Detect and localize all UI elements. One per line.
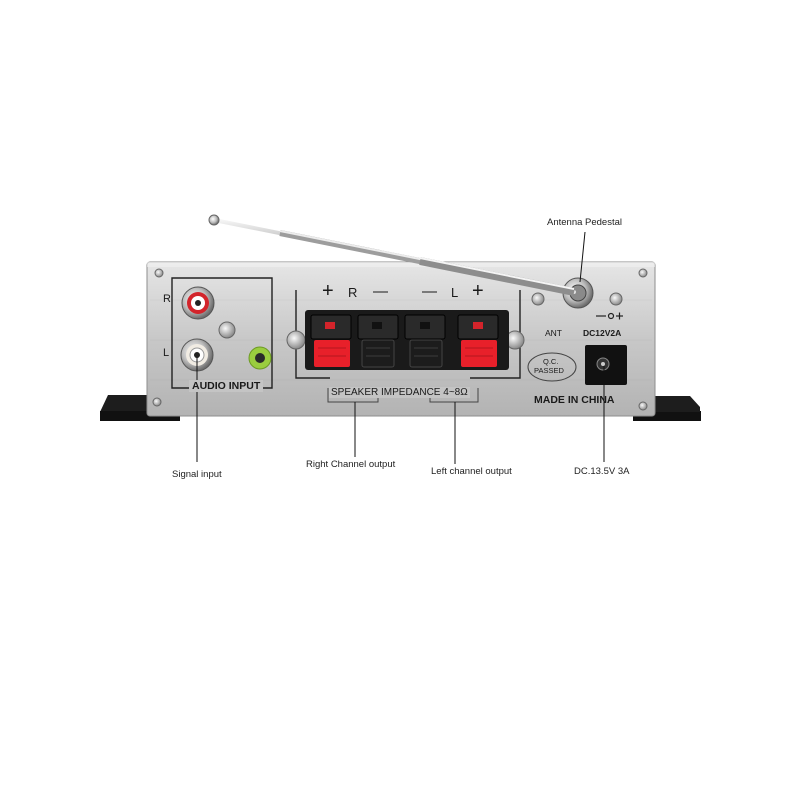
audio-input-label: AUDIO INPUT [189, 380, 264, 392]
screw-icon [609, 292, 623, 306]
terminal-push-buttons [314, 339, 497, 368]
red-terminal-button [461, 340, 497, 367]
made-in-china-label: MADE IN CHINA [534, 394, 615, 406]
audio-input-frame [171, 277, 273, 389]
right-foot-base [633, 411, 701, 421]
qc-passed-sticker [527, 352, 577, 382]
minus-l-label: — [422, 283, 437, 300]
signal-input-callout: Signal input [172, 469, 222, 480]
dc-input-callout: DC.13.5V 3A [574, 466, 630, 477]
dc-power-jack [585, 345, 627, 385]
antenna-callout-line [579, 231, 586, 283]
panel-screws [152, 268, 648, 411]
screw-icon [218, 321, 236, 339]
dc-polarity-icon [596, 312, 623, 320]
black-terminal-button [409, 339, 443, 368]
antenna-pedestal [562, 277, 594, 309]
screw-icon [152, 397, 162, 407]
dc-rating-label: DC12V2A [583, 328, 622, 338]
speaker-impedance-label: SPEAKER IMPEDANCE 4~8Ω [329, 387, 470, 398]
ant-label: ANT [545, 328, 562, 338]
plus-left-label: + [322, 280, 334, 302]
r-channel-label: R [348, 285, 358, 300]
screw-icon [638, 401, 648, 411]
left-foot-base [100, 411, 180, 421]
screw-icon [154, 268, 164, 278]
telescopic-antenna [208, 214, 576, 296]
qc-line2: PASSED [534, 366, 564, 375]
screw-icon [638, 268, 648, 278]
left-channel-output-callout: Left channel output [431, 466, 512, 477]
l-channel-label: L [451, 285, 459, 300]
aux-3-5mm-jack [248, 346, 272, 370]
minus-r-label: — [373, 283, 388, 300]
black-terminal-button [361, 339, 395, 368]
jack-r-label: R [163, 293, 171, 305]
screw-icon [286, 330, 306, 350]
plus-right-label: + [472, 280, 484, 302]
antenna-pedestal-callout: Antenna Pedestal [547, 217, 623, 228]
rca-right-jack [181, 286, 215, 320]
red-terminal-button [314, 340, 350, 367]
right-channel-output-callout: Right Channel output [306, 459, 396, 470]
speaker-terminal-frame [295, 290, 521, 379]
rca-left-jack [180, 338, 214, 372]
screw-icon [531, 292, 545, 306]
jack-l-label: L [163, 347, 170, 359]
terminal-top-tabs [310, 314, 499, 340]
callout-lines [196, 231, 605, 464]
qc-line1: Q.C. [543, 357, 559, 366]
